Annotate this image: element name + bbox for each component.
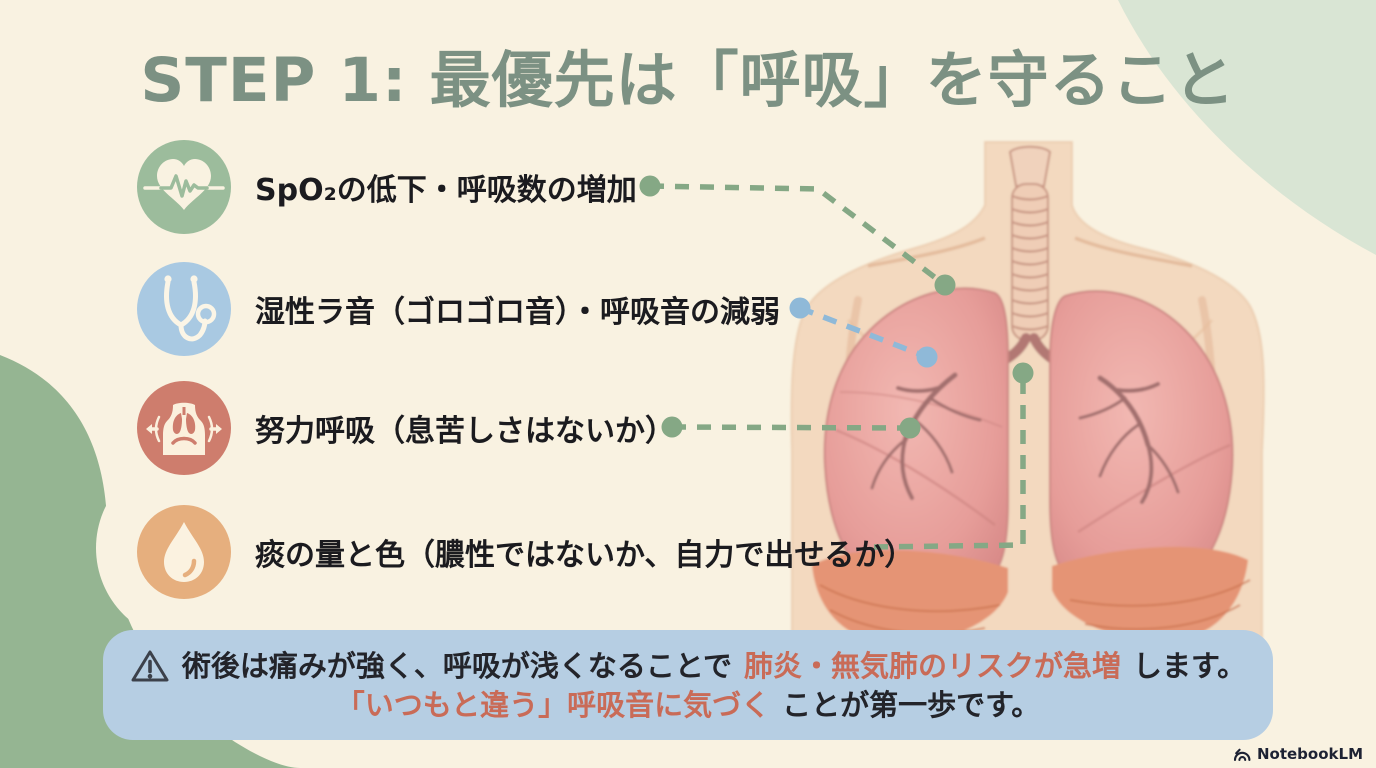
clavicle-right xyxy=(1074,236,1193,268)
checklist-item-effort: 努力呼吸（息苦しさはないか） xyxy=(137,381,675,475)
clavicle-left xyxy=(867,236,986,268)
stethoscope-icon xyxy=(137,262,231,356)
brand-label: NotebookLM xyxy=(1256,745,1363,763)
labored-breathing-icon xyxy=(137,381,231,475)
sputum-droplet-icon xyxy=(137,505,231,599)
fissure-right-oblique xyxy=(1077,443,1231,534)
checklist-item-rales: 湿性ラ音（ゴロゴロ音）・呼吸音の減弱 xyxy=(137,262,780,356)
checklist-label: 痰の量と色（膿性ではないか、自力で出せるか） xyxy=(255,538,915,573)
warning-text: ことが第一歩です。 xyxy=(782,687,1041,722)
blob-top-right xyxy=(1118,0,1376,255)
warning-text-emphasis: 「いつもと違う」呼吸音に気づく xyxy=(335,687,771,722)
diaphragm xyxy=(812,546,1251,643)
heartbeat-icon xyxy=(137,140,231,234)
connector-rales xyxy=(789,297,938,368)
warning-text-emphasis: 肺炎・無気肺のリスクが急増 xyxy=(744,648,1122,683)
warning-banner: 術後は痛みが強く、呼吸が浅くなることで肺炎・無気肺のリスクが急増します。 「いつ… xyxy=(103,630,1273,740)
connector-sputum xyxy=(873,362,1034,550)
warning-line-2: 「いつもと違う」呼吸音に気づくことが第一歩です。 xyxy=(336,688,1041,723)
checklist-label: 湿性ラ音（ゴロゴロ音）・呼吸音の減弱 xyxy=(255,295,780,330)
checklist-label: 努力呼吸（息苦しさはないか） xyxy=(255,414,675,449)
warning-text: します。 xyxy=(1133,648,1247,683)
connector-spo2 xyxy=(639,175,956,296)
checklist-item-spo2: SpO₂の低下・呼吸数の増加 xyxy=(137,140,637,234)
page-title: STEP 1: 最優先は「呼吸」を守ること xyxy=(140,45,1236,116)
warning-line-1: 術後は痛みが強く、呼吸が浅くなることで肺炎・無気肺のリスクが急増します。 xyxy=(130,648,1246,685)
connector-effort xyxy=(661,416,921,439)
checklist-label: SpO₂の低下・呼吸数の増加 xyxy=(255,173,637,208)
brand-footer: NotebookLM xyxy=(1233,745,1363,763)
warning-text: 術後は痛みが強く、呼吸が浅くなることで xyxy=(181,648,732,683)
annotation-connectors xyxy=(639,175,1034,550)
torso-illustration xyxy=(790,141,1265,643)
fissure-left-oblique xyxy=(835,428,996,527)
blob-bottom-left xyxy=(0,355,300,768)
checklist-item-sputum: 痰の量と色（膿性ではないか、自力で出せるか） xyxy=(137,505,914,599)
notebooklm-icon xyxy=(1233,748,1251,761)
warning-icon xyxy=(131,650,169,682)
